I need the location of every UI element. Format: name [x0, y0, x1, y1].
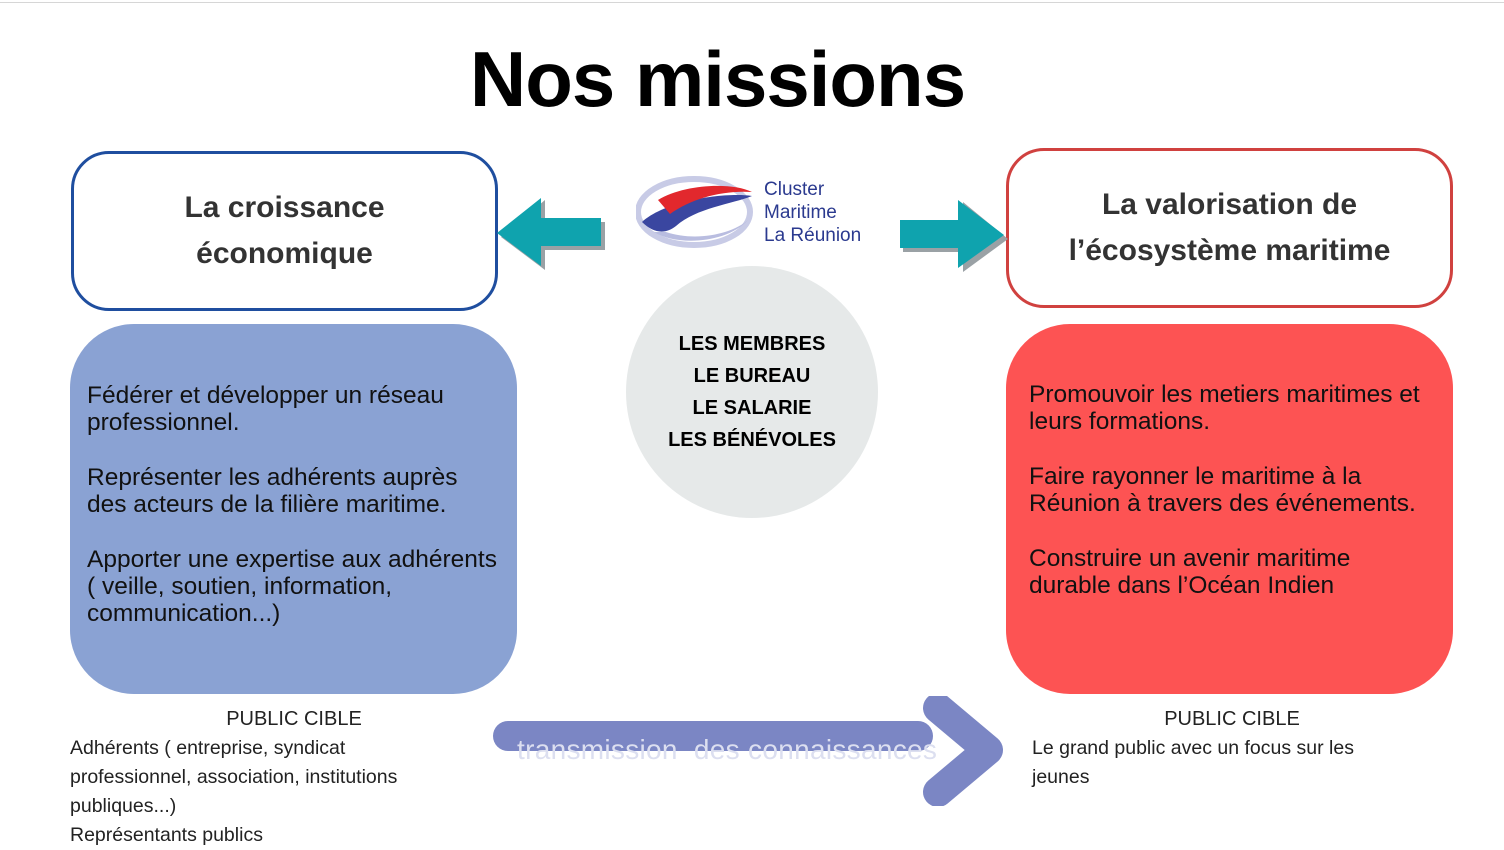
- growth-heading-box: La croissance économique: [71, 151, 498, 311]
- logo-text: Cluster Maritime La Réunion: [764, 178, 861, 247]
- right-public-title: PUBLIC CIBLE: [1164, 708, 1300, 730]
- cluster-logo-icon: [636, 176, 753, 248]
- transmission-arrow-icon: [493, 696, 1003, 806]
- valorisation-heading-line-2: l’écosystème maritime: [1068, 234, 1391, 267]
- left-public-text: Adhérents ( entreprise, syndicat profess…: [70, 734, 490, 850]
- logo-line-1: Cluster: [764, 179, 825, 200]
- growth-mission-3: Apporter une expertise aux adhérents ( v…: [87, 546, 497, 627]
- valorisation-heading-box: La valorisation de l’écosystème maritime: [1006, 148, 1453, 308]
- growth-heading-line-2: économique: [196, 237, 373, 270]
- valorisation-mission-1: Promouvoir les metiers maritimes et leur…: [1029, 381, 1420, 435]
- valorisation-mission-3: Construire un avenir maritime durable da…: [1029, 545, 1351, 599]
- left-public-line-3: publiques...): [70, 795, 177, 817]
- circle-line-bureau: LE BUREAU: [693, 365, 811, 387]
- valorisation-missions-box: Promouvoir les metiers maritimes et leur…: [1006, 324, 1453, 694]
- left-public-line-2: professionnel, association, institutions: [70, 766, 398, 788]
- growth-mission-2: Représenter les adhérents auprès des act…: [87, 464, 458, 518]
- team-circle: LES MEMBRES LE BUREAU LE SALARIE LES BÉN…: [626, 266, 878, 518]
- logo-line-2: Maritime: [764, 202, 837, 223]
- growth-missions-box: Fédérer et développer un réseau professi…: [70, 324, 517, 694]
- right-arrow-icon: [900, 200, 1008, 272]
- left-public-line-4: Représentants publics: [70, 824, 263, 846]
- transmission-label: transmission des connaissances: [517, 734, 938, 765]
- left-public-line-1: Adhérents ( entreprise, syndicat: [70, 737, 346, 759]
- logo-line-3: La Réunion: [764, 225, 862, 246]
- top-border: [0, 2, 1504, 3]
- right-arrow-fill: [900, 200, 1004, 268]
- right-public-text: Le grand public avec un focus sur les je…: [1032, 734, 1432, 792]
- circle-line-benevoles: LES BÉNÉVOLES: [668, 429, 836, 451]
- left-public-title: PUBLIC CIBLE: [226, 708, 362, 730]
- growth-heading-line-1: La croissance: [184, 191, 385, 224]
- growth-mission-1: Fédérer et développer un réseau professi…: [87, 382, 444, 436]
- circle-line-salarie: LE SALARIE: [692, 397, 812, 419]
- right-public-line-1: Le grand public avec un focus sur les: [1032, 737, 1354, 759]
- circle-line-members: LES MEMBRES: [678, 333, 826, 355]
- valorisation-heading-line-1: La valorisation de: [1101, 188, 1358, 221]
- left-arrow-fill: [497, 198, 601, 266]
- valorisation-mission-2: Faire rayonner le maritime à la Réunion …: [1029, 463, 1416, 517]
- left-arrow-icon: [497, 198, 605, 270]
- page-title: Nos missions: [469, 35, 966, 123]
- right-public-line-2: jeunes: [1032, 766, 1090, 788]
